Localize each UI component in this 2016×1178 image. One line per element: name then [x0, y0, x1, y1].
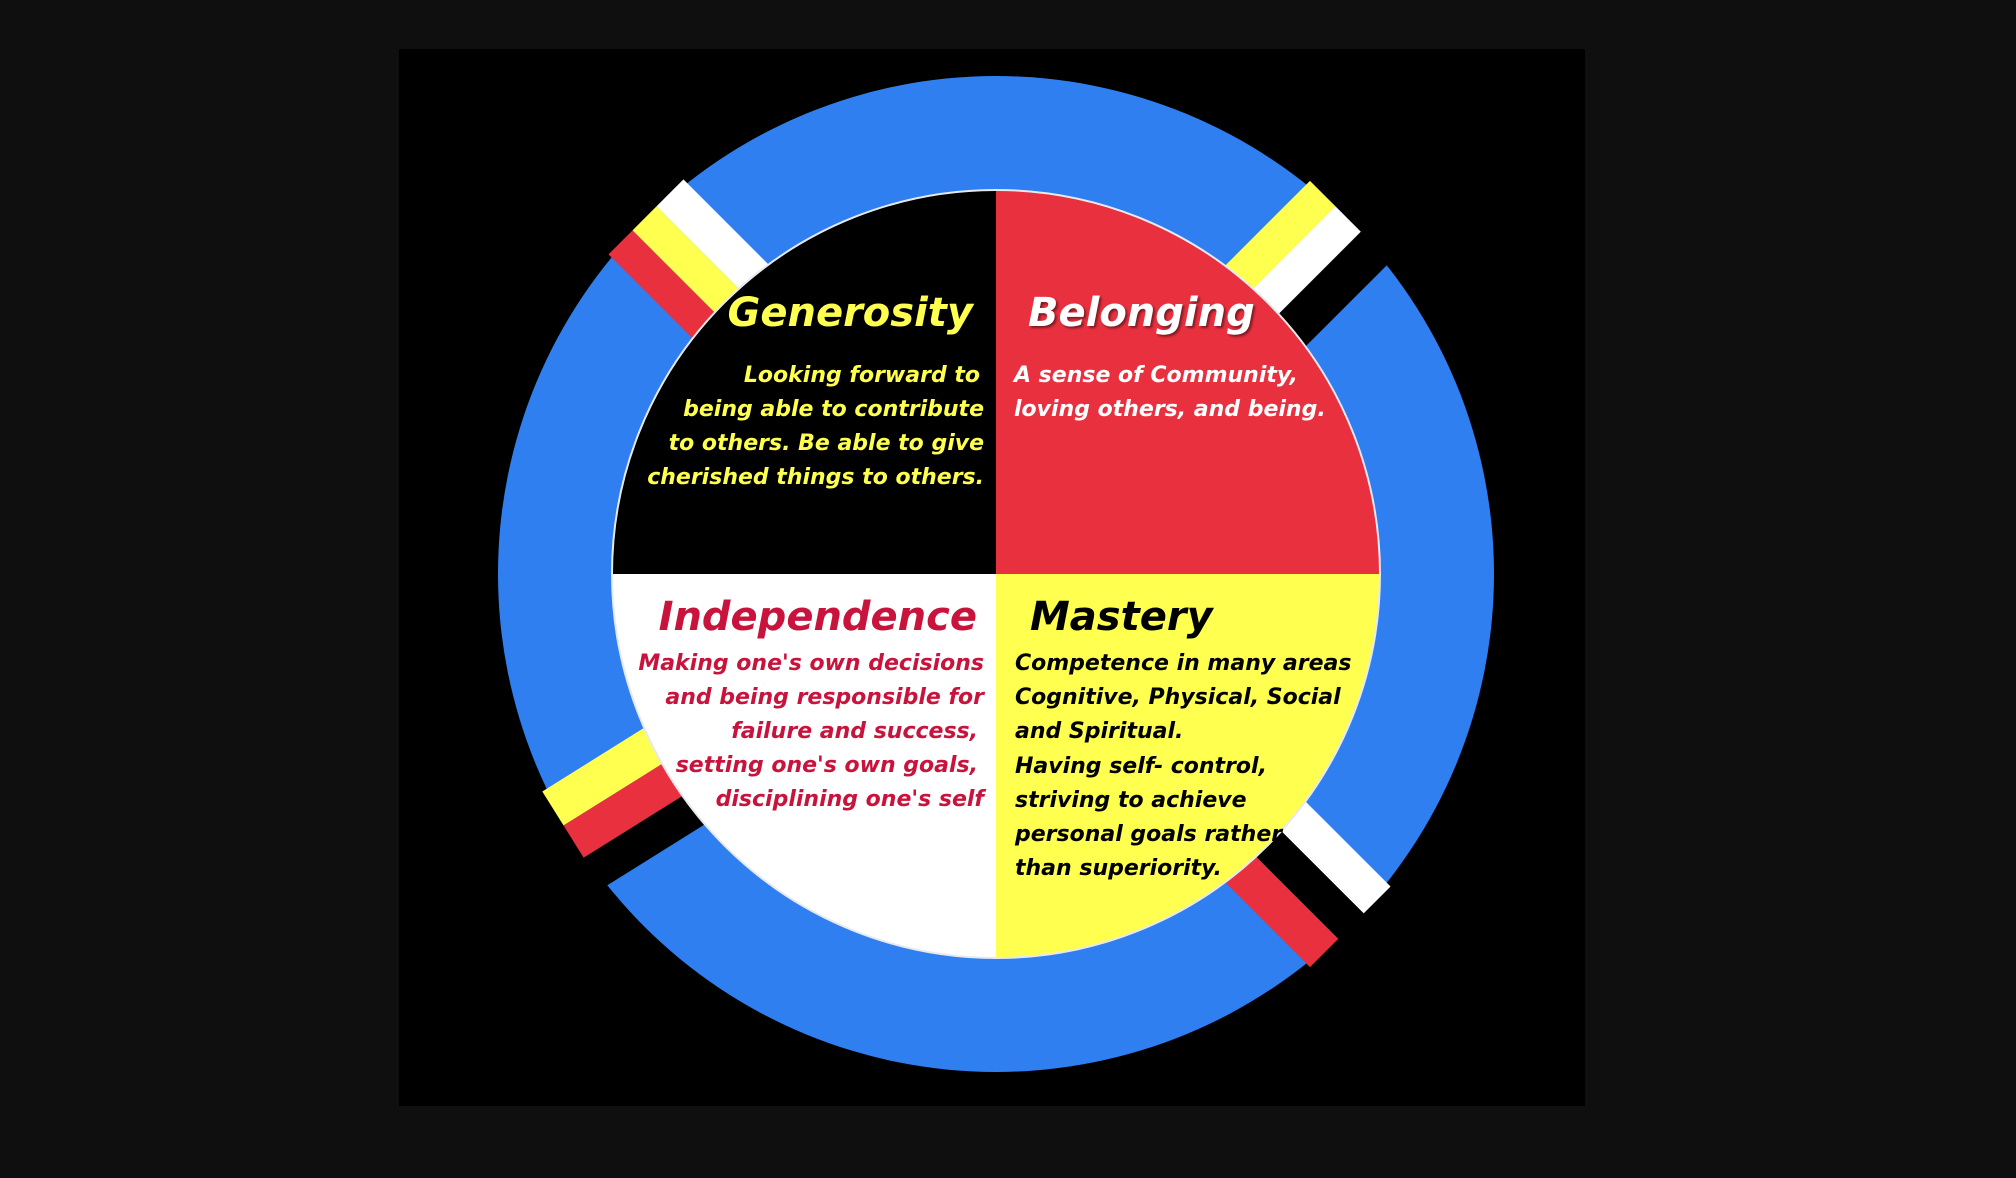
mastery-description: Competence in many areas Cognitive, Phys… [1014, 651, 1351, 881]
generosity-description: Looking forward to being able to contrib… [647, 363, 984, 490]
independence-line: Making one's own decisions [638, 651, 984, 676]
quadrant-independence [612, 574, 996, 958]
generosity-line: being able to contribute [683, 397, 984, 422]
mastery-line: Having self- control, [1015, 754, 1267, 779]
mastery-line: and Spiritual. [1015, 719, 1183, 744]
quadrant-mastery [996, 574, 1380, 958]
independence-line: and being responsible for [665, 685, 985, 710]
independence-line: setting one's own goals, [676, 753, 978, 778]
mastery-title: Mastery [1030, 594, 1215, 640]
independence-line: failure and success, [731, 719, 978, 744]
mastery-line: Cognitive, Physical, Social [1015, 685, 1341, 710]
quadrant-generosity [612, 190, 996, 574]
mastery-line: striving to achieve [1015, 788, 1247, 813]
mastery-line: Competence in many areas [1015, 651, 1351, 676]
mastery-line: than superiority. [1015, 856, 1222, 881]
belonging-description: A sense of Community, loving others, and… [1012, 363, 1326, 422]
independence-title: Independence [659, 594, 977, 640]
belonging-title: Belonging [1028, 290, 1255, 336]
mastery-line: personal goals rather [1014, 822, 1283, 847]
generosity-line: cherished things to others. [647, 465, 984, 490]
quadrant-belonging [996, 190, 1380, 574]
generosity-line: to others. Be able to give [669, 431, 984, 456]
generosity-title: Generosity [728, 290, 975, 336]
generosity-line: Looking forward to [744, 363, 980, 388]
belonging-line: loving others, and being. [1014, 397, 1326, 422]
belonging-line: A sense of Community, [1012, 363, 1298, 388]
inner-circle-outline [611, 189, 1381, 959]
independence-line: disciplining one's self [716, 787, 987, 812]
independence-description: Making one's own decisions and being res… [638, 651, 986, 812]
